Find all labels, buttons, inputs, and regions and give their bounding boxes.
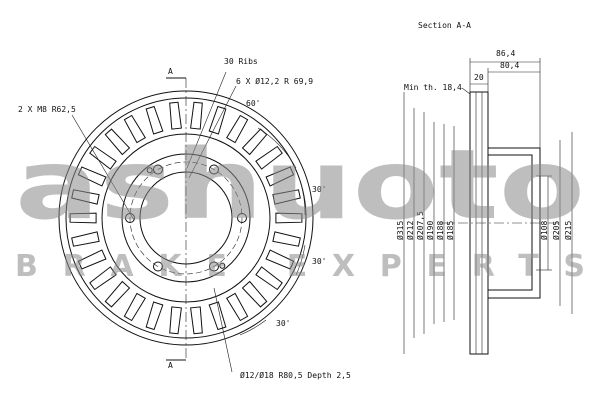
angle-30-upper-label: 30' [312,185,326,194]
rib [241,280,268,308]
rib [69,212,97,224]
threaded-leader [71,114,135,221]
hat-inner-profile [488,154,533,291]
section-title: Section A-A [418,21,471,30]
diameter-label: Ø212 [405,221,415,240]
bolt-hole [209,164,219,175]
rib [255,145,283,170]
watermark-brand: ashuoto [15,129,585,241]
bolt-hole [153,261,163,272]
bolt-hole [153,164,163,175]
bolt-hole [209,261,219,272]
rib [123,114,146,144]
angle-30-lower-label: 30' [312,257,326,266]
bolt-holes-label: 6 X Ø12,2 R 69,9 [236,76,313,86]
diameter-label: Ø188 [435,221,445,240]
rib [241,128,268,156]
rib [208,105,227,135]
rib [226,114,249,144]
section-mark-bottom: A [168,361,173,370]
rib [145,301,164,331]
diameter-label: Ø108 [539,221,549,240]
min-thickness-label: Min th. 18,4 [404,83,462,92]
width-80-label: 80,4 [500,61,519,70]
front-view: 30 Ribs 6 X Ø12,2 R 69,9 2 X M8 R62,5 Ø1… [18,57,351,380]
bolt-leader [188,85,237,179]
rib [104,280,131,308]
ribs-label: 30 Ribs [224,57,258,66]
rib [145,105,164,135]
bolt-pitch-circle [129,161,243,275]
rib [169,101,182,130]
rib [208,301,227,331]
threaded-hole [219,262,226,269]
rib [89,145,117,170]
watermark-tagline: BRAKE EXPERTS [15,249,585,284]
angle-arc-30-bottom [239,319,267,336]
ribs-leader [186,71,227,169]
rib [226,292,249,322]
diameter-label: Ø207,5 [415,211,425,240]
disc-friction-ring [469,91,489,355]
rib [71,231,100,247]
rib [71,189,100,205]
diameter-label: Ø205 [551,221,561,240]
rib [272,231,301,247]
diameter-label: Ø185 [445,221,455,240]
diameter-label: Ø215 [563,221,573,240]
angle-30-bottom-label: 30' [276,319,290,328]
angle-arc-30-lower [295,244,306,276]
rib [77,166,107,187]
brand-watermark: ashuoto BRAKE EXPERTS [15,129,585,284]
threaded-holes-label: 2 X M8 R62,5 [18,105,76,114]
bottom-hole-leader [213,287,233,373]
bolt-hole [237,213,247,223]
section-view: Section A-A 86,4 80,4 20 Min th. 18,4 Ø3… [395,21,573,355]
angle-arc-30-upper [299,179,306,216]
bottom-hole-label: Ø12/Ø18 R80,5 Depth 2,5 [240,370,351,380]
diameter-label: Ø315 [395,221,405,240]
threaded-hole [146,167,153,174]
rib [190,306,203,335]
bolt-holes [125,164,247,272]
diameter-label: Ø190 [425,221,435,240]
rib [272,189,301,205]
rib [265,249,295,270]
rib [275,212,303,224]
width-86-label: 86,4 [496,49,515,58]
rib [255,266,283,291]
rib [89,266,117,291]
angle-60-label: 60' [246,99,260,108]
width-20-label: 20 [474,73,484,82]
rib [77,249,107,270]
section-mark-top: A [168,67,173,76]
angle-arc-60 [257,127,297,169]
rib [104,128,131,156]
rib [169,306,182,335]
rib [265,166,295,187]
min-thickness-leader [461,87,471,95]
rib [190,101,203,130]
rib [123,292,146,322]
cooling-ribs [69,101,303,335]
